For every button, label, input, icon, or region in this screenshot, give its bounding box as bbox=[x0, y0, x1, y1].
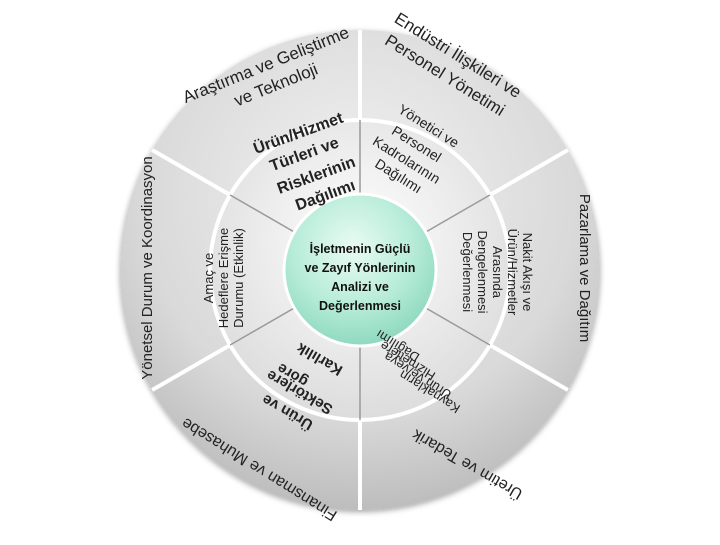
inner-label-left-3: Durumu (Etkinlik) bbox=[231, 228, 246, 328]
outer-label-left: Yönetsel Durum ve Koordinasyon bbox=[139, 156, 156, 379]
center-line-1: İşletmenin Güçlü bbox=[310, 241, 411, 256]
inner-label-left-2: Hedeflere Erişme bbox=[216, 228, 231, 328]
outer-label-right: Pazarlama ve Dağıtım bbox=[576, 194, 593, 342]
center-line-4: Değerlenmesi bbox=[319, 299, 401, 313]
inner-label-right-3: Arasında bbox=[490, 246, 505, 299]
center-circle bbox=[282, 192, 438, 348]
inner-label-right-5: Değerlenmesi bbox=[460, 232, 475, 312]
inner-label-left-1: Amaç ve bbox=[201, 253, 216, 304]
inner-label-right-4: Dengelenmesi bbox=[475, 230, 490, 313]
center-line-3: Analizi ve bbox=[331, 280, 389, 294]
inner-label-right-2: Ürün/Hizmetler bbox=[505, 229, 520, 316]
center-line-2: ve Zayıf Yönlerinin bbox=[305, 261, 416, 275]
inner-label-right-1: Nakit Akışı ve bbox=[520, 233, 535, 312]
